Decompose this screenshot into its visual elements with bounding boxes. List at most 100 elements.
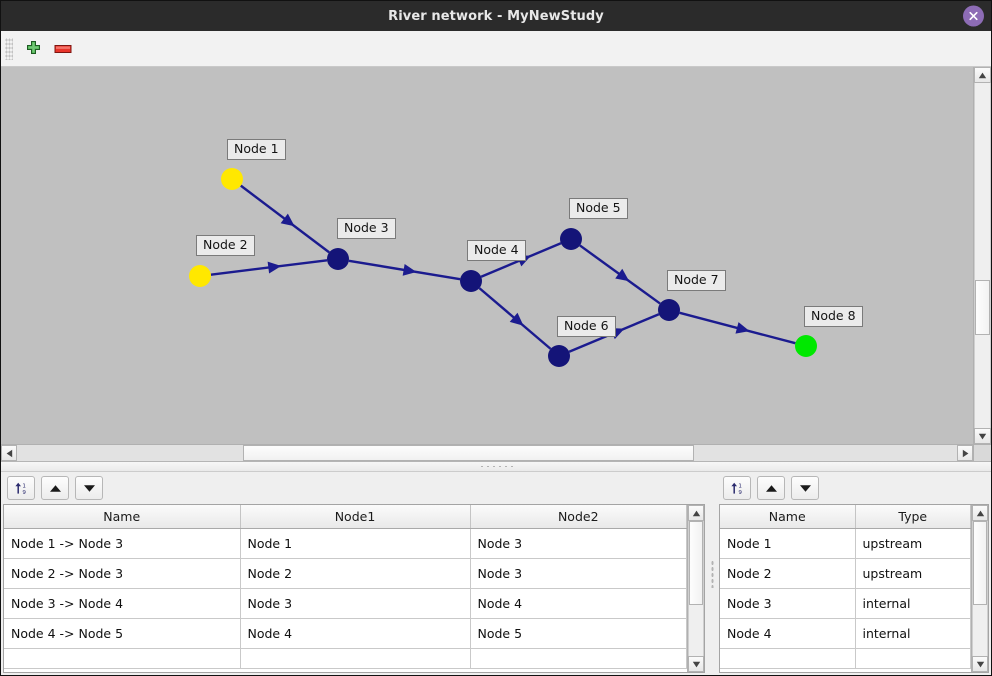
branch-column-header[interactable]: Node2 bbox=[470, 505, 687, 529]
node-label-node6[interactable]: Node 6 bbox=[557, 316, 616, 337]
node-label-node2[interactable]: Node 2 bbox=[196, 235, 255, 256]
node-table-cell[interactable]: Node 4 bbox=[720, 618, 856, 649]
remove-node-button[interactable] bbox=[48, 35, 78, 63]
branch-move-up-button[interactable] bbox=[41, 476, 69, 500]
branch-table-cell[interactable] bbox=[240, 648, 471, 669]
close-icon[interactable] bbox=[963, 5, 984, 27]
node-label-node7[interactable]: Node 7 bbox=[667, 270, 726, 291]
node-marker-node2[interactable] bbox=[189, 265, 211, 287]
node-vscroll-thumb[interactable] bbox=[973, 521, 987, 605]
branch-table-cell[interactable]: Node 2 bbox=[240, 558, 471, 589]
branch-table-row[interactable] bbox=[4, 648, 687, 669]
node-table-cell[interactable]: upstream bbox=[855, 558, 971, 589]
node-table-cell[interactable]: internal bbox=[855, 588, 971, 619]
node-label-node3[interactable]: Node 3 bbox=[337, 218, 396, 239]
node-marker-node7[interactable] bbox=[658, 299, 680, 321]
network-diagram-canvas[interactable]: Node 1 Node 2 Node 3 Node 4 Node 5 Node 6 Node… bbox=[1, 67, 973, 444]
branch-table-vertical-scrollbar[interactable] bbox=[687, 505, 704, 672]
canvas-vscroll-thumb[interactable] bbox=[975, 279, 990, 335]
node-vscroll-track[interactable] bbox=[972, 521, 988, 656]
node-table-vertical-scrollbar[interactable] bbox=[971, 505, 988, 672]
add-node-button[interactable] bbox=[18, 35, 48, 63]
node-marker-node1[interactable] bbox=[221, 168, 243, 190]
branch-table-cell[interactable]: Node 5 bbox=[470, 618, 687, 649]
canvas-hscroll-thumb[interactable] bbox=[242, 445, 694, 461]
branch-column-header[interactable]: Node1 bbox=[240, 505, 471, 529]
branch-table-cell[interactable]: Node 1 bbox=[240, 528, 471, 559]
canvas-vertical-scrollbar[interactable] bbox=[973, 67, 991, 444]
branch-sort-button[interactable]: 1 9 bbox=[7, 476, 35, 500]
branch-vscroll-track[interactable] bbox=[688, 521, 704, 656]
node-table-cell[interactable] bbox=[720, 648, 856, 669]
tables-splitter[interactable] bbox=[707, 472, 717, 675]
node-column-header[interactable]: Type bbox=[855, 505, 971, 529]
node-move-up-button[interactable] bbox=[757, 476, 785, 500]
scroll-down-icon[interactable] bbox=[688, 656, 704, 672]
node-marker-node4[interactable] bbox=[460, 270, 482, 292]
node-label-node1[interactable]: Node 1 bbox=[227, 139, 286, 160]
node-label-node4[interactable]: Node 4 bbox=[467, 240, 526, 261]
node-marker-node8[interactable] bbox=[795, 335, 817, 357]
scroll-right-icon[interactable] bbox=[957, 445, 973, 461]
canvas-hscroll-track[interactable] bbox=[17, 445, 957, 461]
node-label-node5[interactable]: Node 5 bbox=[569, 198, 628, 219]
node-label-node8[interactable]: Node 8 bbox=[804, 306, 863, 327]
canvas-horizontal-scrollbar[interactable] bbox=[1, 444, 991, 461]
branch-table-cell[interactable]: Node 4 bbox=[240, 618, 471, 649]
node-column-header[interactable]: Name bbox=[720, 505, 856, 529]
branch-table-cell[interactable] bbox=[4, 648, 241, 669]
scroll-down-icon[interactable] bbox=[974, 428, 991, 444]
branch-table-cell[interactable]: Node 4 bbox=[470, 588, 687, 619]
sort-ascending-icon: 1 9 bbox=[730, 482, 742, 496]
branch-column-header[interactable]: Name bbox=[4, 505, 241, 529]
branch-table-cell[interactable] bbox=[470, 648, 687, 669]
node-marker-node5[interactable] bbox=[560, 228, 582, 250]
branch-table-cell[interactable]: Node 3 -> Node 4 bbox=[4, 588, 241, 619]
canvas-vscroll-track[interactable] bbox=[974, 83, 991, 428]
branch-table-cell[interactable]: Node 3 bbox=[240, 588, 471, 619]
node-marker-node3[interactable] bbox=[327, 248, 349, 270]
node-table-cell[interactable] bbox=[855, 648, 971, 669]
node-sort-button[interactable]: 1 9 bbox=[723, 476, 751, 500]
scroll-up-icon[interactable] bbox=[688, 505, 704, 521]
branch-table-cell[interactable]: Node 2 -> Node 3 bbox=[4, 558, 241, 589]
branch-vscroll-thumb[interactable] bbox=[689, 521, 703, 605]
branch-table-cell[interactable]: Node 3 bbox=[470, 558, 687, 589]
sort-ascending-icon: 1 9 bbox=[14, 482, 26, 496]
scroll-down-icon[interactable] bbox=[972, 656, 988, 672]
node-table-cell[interactable]: Node 1 bbox=[720, 528, 856, 559]
node-move-down-button[interactable] bbox=[791, 476, 819, 500]
node-table-cell[interactable]: upstream bbox=[855, 528, 971, 559]
node-table-cell[interactable]: Node 2 bbox=[720, 558, 856, 589]
node-table-row[interactable] bbox=[720, 648, 971, 669]
node-table-cell[interactable]: Node 3 bbox=[720, 588, 856, 619]
branch-move-down-button[interactable] bbox=[75, 476, 103, 500]
node-table-cell[interactable]: internal bbox=[855, 618, 971, 649]
branch-table-cell[interactable]: Node 1 -> Node 3 bbox=[4, 528, 241, 559]
node-pane-toolbar: 1 9 bbox=[717, 472, 991, 504]
branch-table-cell[interactable]: Node 4 -> Node 5 bbox=[4, 618, 241, 649]
toolbar-drag-handle[interactable] bbox=[5, 37, 13, 60]
branch-table-cell[interactable]: Node 3 bbox=[470, 528, 687, 559]
canvas-tables-splitter[interactable] bbox=[1, 462, 991, 472]
scroll-up-icon[interactable] bbox=[974, 67, 991, 83]
scroll-up-icon[interactable] bbox=[972, 505, 988, 521]
scroll-left-icon[interactable] bbox=[1, 445, 17, 461]
node-marker-node6[interactable] bbox=[548, 345, 570, 367]
